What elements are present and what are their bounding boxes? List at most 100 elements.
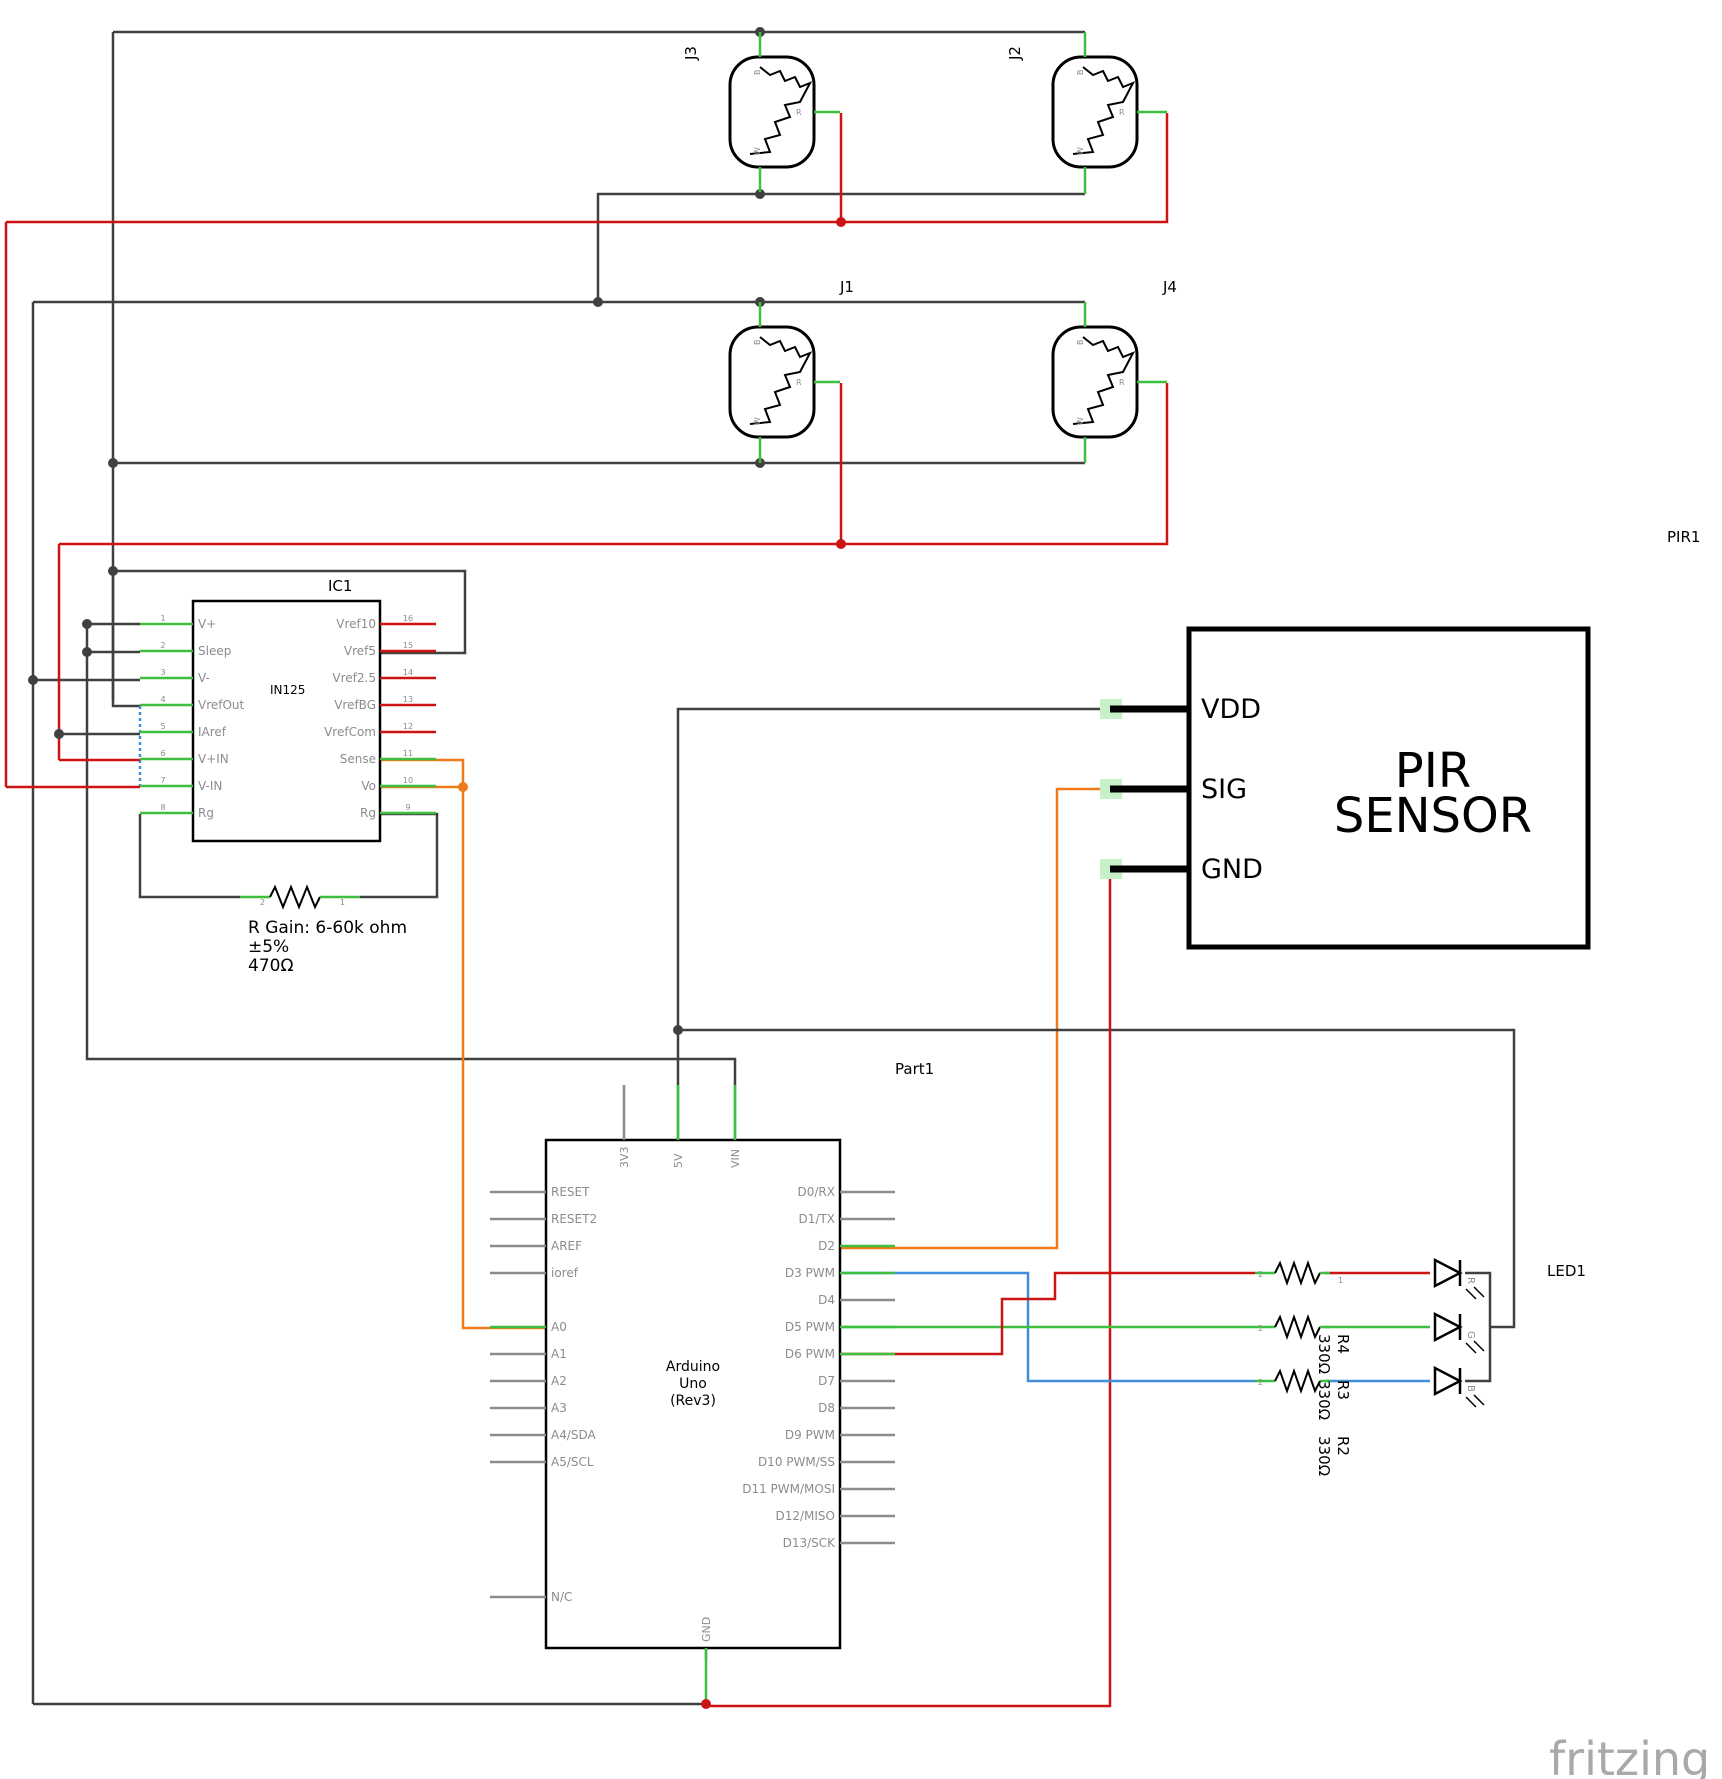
label-part1: Part1 (895, 1060, 934, 1078)
pir-pin-label: SIG (1201, 774, 1247, 805)
loadcell-j1: B R W (728, 302, 840, 463)
led-pin-label: B (1465, 1385, 1476, 1392)
arduino-right-pin-label: D12/MISO (775, 1509, 835, 1523)
junction-dot-red (836, 217, 846, 227)
resistor-r-gain: 2 1 (240, 884, 360, 910)
pin-w-label: W (753, 147, 762, 155)
arduino-top-pins: 3V3 5V VIN (618, 1085, 742, 1168)
ic1-pin-name: V+IN (198, 752, 229, 766)
led-arrow (1465, 1396, 1477, 1408)
resistor-zigzag (1274, 1367, 1321, 1395)
ic1-pin-name: VrefOut (198, 698, 245, 712)
led-triangle (1433, 1311, 1463, 1343)
junction-dot (673, 1025, 683, 1035)
arduino-left-pin-label: RESET2 (551, 1212, 597, 1226)
ic1-pin-name: V- (198, 671, 210, 685)
resistor-pin-number: 2 (1258, 1378, 1263, 1387)
led-arrow (1465, 1342, 1477, 1354)
arduino-name-line2: Uno (679, 1376, 707, 1392)
label-r3: R3 (1334, 1380, 1352, 1400)
label-j1: J1 (839, 278, 854, 296)
arduino-left-pin-label: ioref (551, 1266, 579, 1280)
junction-dot-red (836, 539, 846, 549)
ic1-pin-name: VrefCom (324, 725, 376, 739)
pin-b-label: B (1076, 70, 1085, 76)
arduino-top-pin-label: 5V (672, 1153, 685, 1168)
label-j2: J2 (1006, 46, 1024, 61)
junction-dot (82, 619, 92, 629)
arduino-right-pin-label: D6 PWM (785, 1347, 835, 1361)
ic1-pin-name: V+ (198, 617, 216, 631)
led-pin-label: G (1465, 1331, 1476, 1339)
ic1-pin-name: Sleep (198, 644, 231, 658)
arduino-right-pin-label: D2 (818, 1239, 835, 1253)
arduino-left-pin-label: A5/SCL (551, 1455, 594, 1469)
pir-title-line2: SENSOR (1334, 788, 1532, 844)
ic1-pin-number: 10 (403, 776, 413, 785)
r-gain-line2: ±5% (248, 937, 289, 957)
label-j4: J4 (1162, 278, 1177, 296)
pin-w-label: W (1076, 147, 1085, 155)
ic1-pin-number: 16 (403, 614, 413, 623)
ic1-right-pins: 16Vref1015Vref514Vref2.513VrefBG12VrefCo… (324, 614, 436, 820)
wire-orange-sense (380, 758, 465, 787)
pin-r-label: R (1119, 108, 1125, 117)
arduino-right-pin-label: D11 PWM/MOSI (742, 1482, 835, 1496)
pin-w-label: W (1076, 417, 1085, 425)
led-triangle (1433, 1257, 1463, 1289)
label-j3: J3 (682, 46, 700, 61)
ic1-pin-number: 15 (403, 641, 413, 650)
wire-ic-pin1 (85, 622, 737, 1085)
wire-ic-top-loop (113, 569, 467, 655)
resistor-pin-2: 2 (260, 898, 265, 907)
r-gain-line1: R Gain: 6-60k ohm (248, 918, 407, 938)
ic1-pin-number: 6 (160, 749, 165, 758)
ic1-pin-number: 4 (160, 695, 165, 704)
ic1-pin-name: Rg (360, 806, 376, 820)
pir-title-line1: PIR (1395, 743, 1471, 799)
pin-w-label: W (753, 417, 762, 425)
arduino-left-pin-label: A4/SDA (551, 1428, 597, 1442)
wire-pir-gnd (706, 869, 1112, 1708)
ic1-pin-number: 12 (403, 722, 413, 731)
resistor-zigzag (1274, 1259, 1321, 1287)
arduino-top-pin-label: 3V3 (618, 1146, 631, 1168)
junction-dot (593, 297, 603, 307)
ic1-pin-name: VrefBG (334, 698, 376, 712)
arduino-right-pin-label: D8 (818, 1401, 835, 1415)
wire-red-top (6, 113, 1169, 224)
ic1-pin-name: V-IN (198, 779, 222, 793)
junction-dot (28, 675, 38, 685)
resistor-pin-number: 2 (1258, 1270, 1263, 1279)
arduino-left-pin-label: A1 (551, 1347, 567, 1361)
ic1-pin-number: 7 (160, 776, 165, 785)
arduino-right-pin-label: D0/RX (798, 1185, 835, 1199)
loadcell-j4: B R W (1051, 302, 1167, 463)
arduino-top-pin-label: VIN (729, 1149, 742, 1168)
junction-dot (54, 729, 64, 739)
pin-b-label: B (753, 340, 762, 346)
arduino-right-pin-label: D7 (818, 1374, 835, 1388)
label-r4-value: 330Ω (1315, 1334, 1333, 1374)
arduino-right-pin-label: D1/TX (799, 1212, 835, 1226)
ic1-pin-name: Vref10 (336, 617, 376, 631)
fritzing-logo: fritzing (1549, 1732, 1710, 1779)
wire-rg-left (138, 814, 240, 899)
wire-red-d6 (840, 1271, 1255, 1356)
resistor-zigzag (1274, 1313, 1321, 1341)
wire-orange-sig (840, 787, 1110, 1250)
r-gain-line3: 470Ω (248, 956, 293, 976)
pir-pin-label: VDD (1201, 694, 1261, 725)
arduino-gnd-pin-label: GND (700, 1617, 713, 1642)
arduino-right-pin-label: D10 PWM/SS (758, 1455, 835, 1469)
pin-r-label: R (1119, 378, 1125, 387)
loadcell-j2: B R W (1051, 32, 1167, 194)
junction-dot (755, 189, 765, 199)
